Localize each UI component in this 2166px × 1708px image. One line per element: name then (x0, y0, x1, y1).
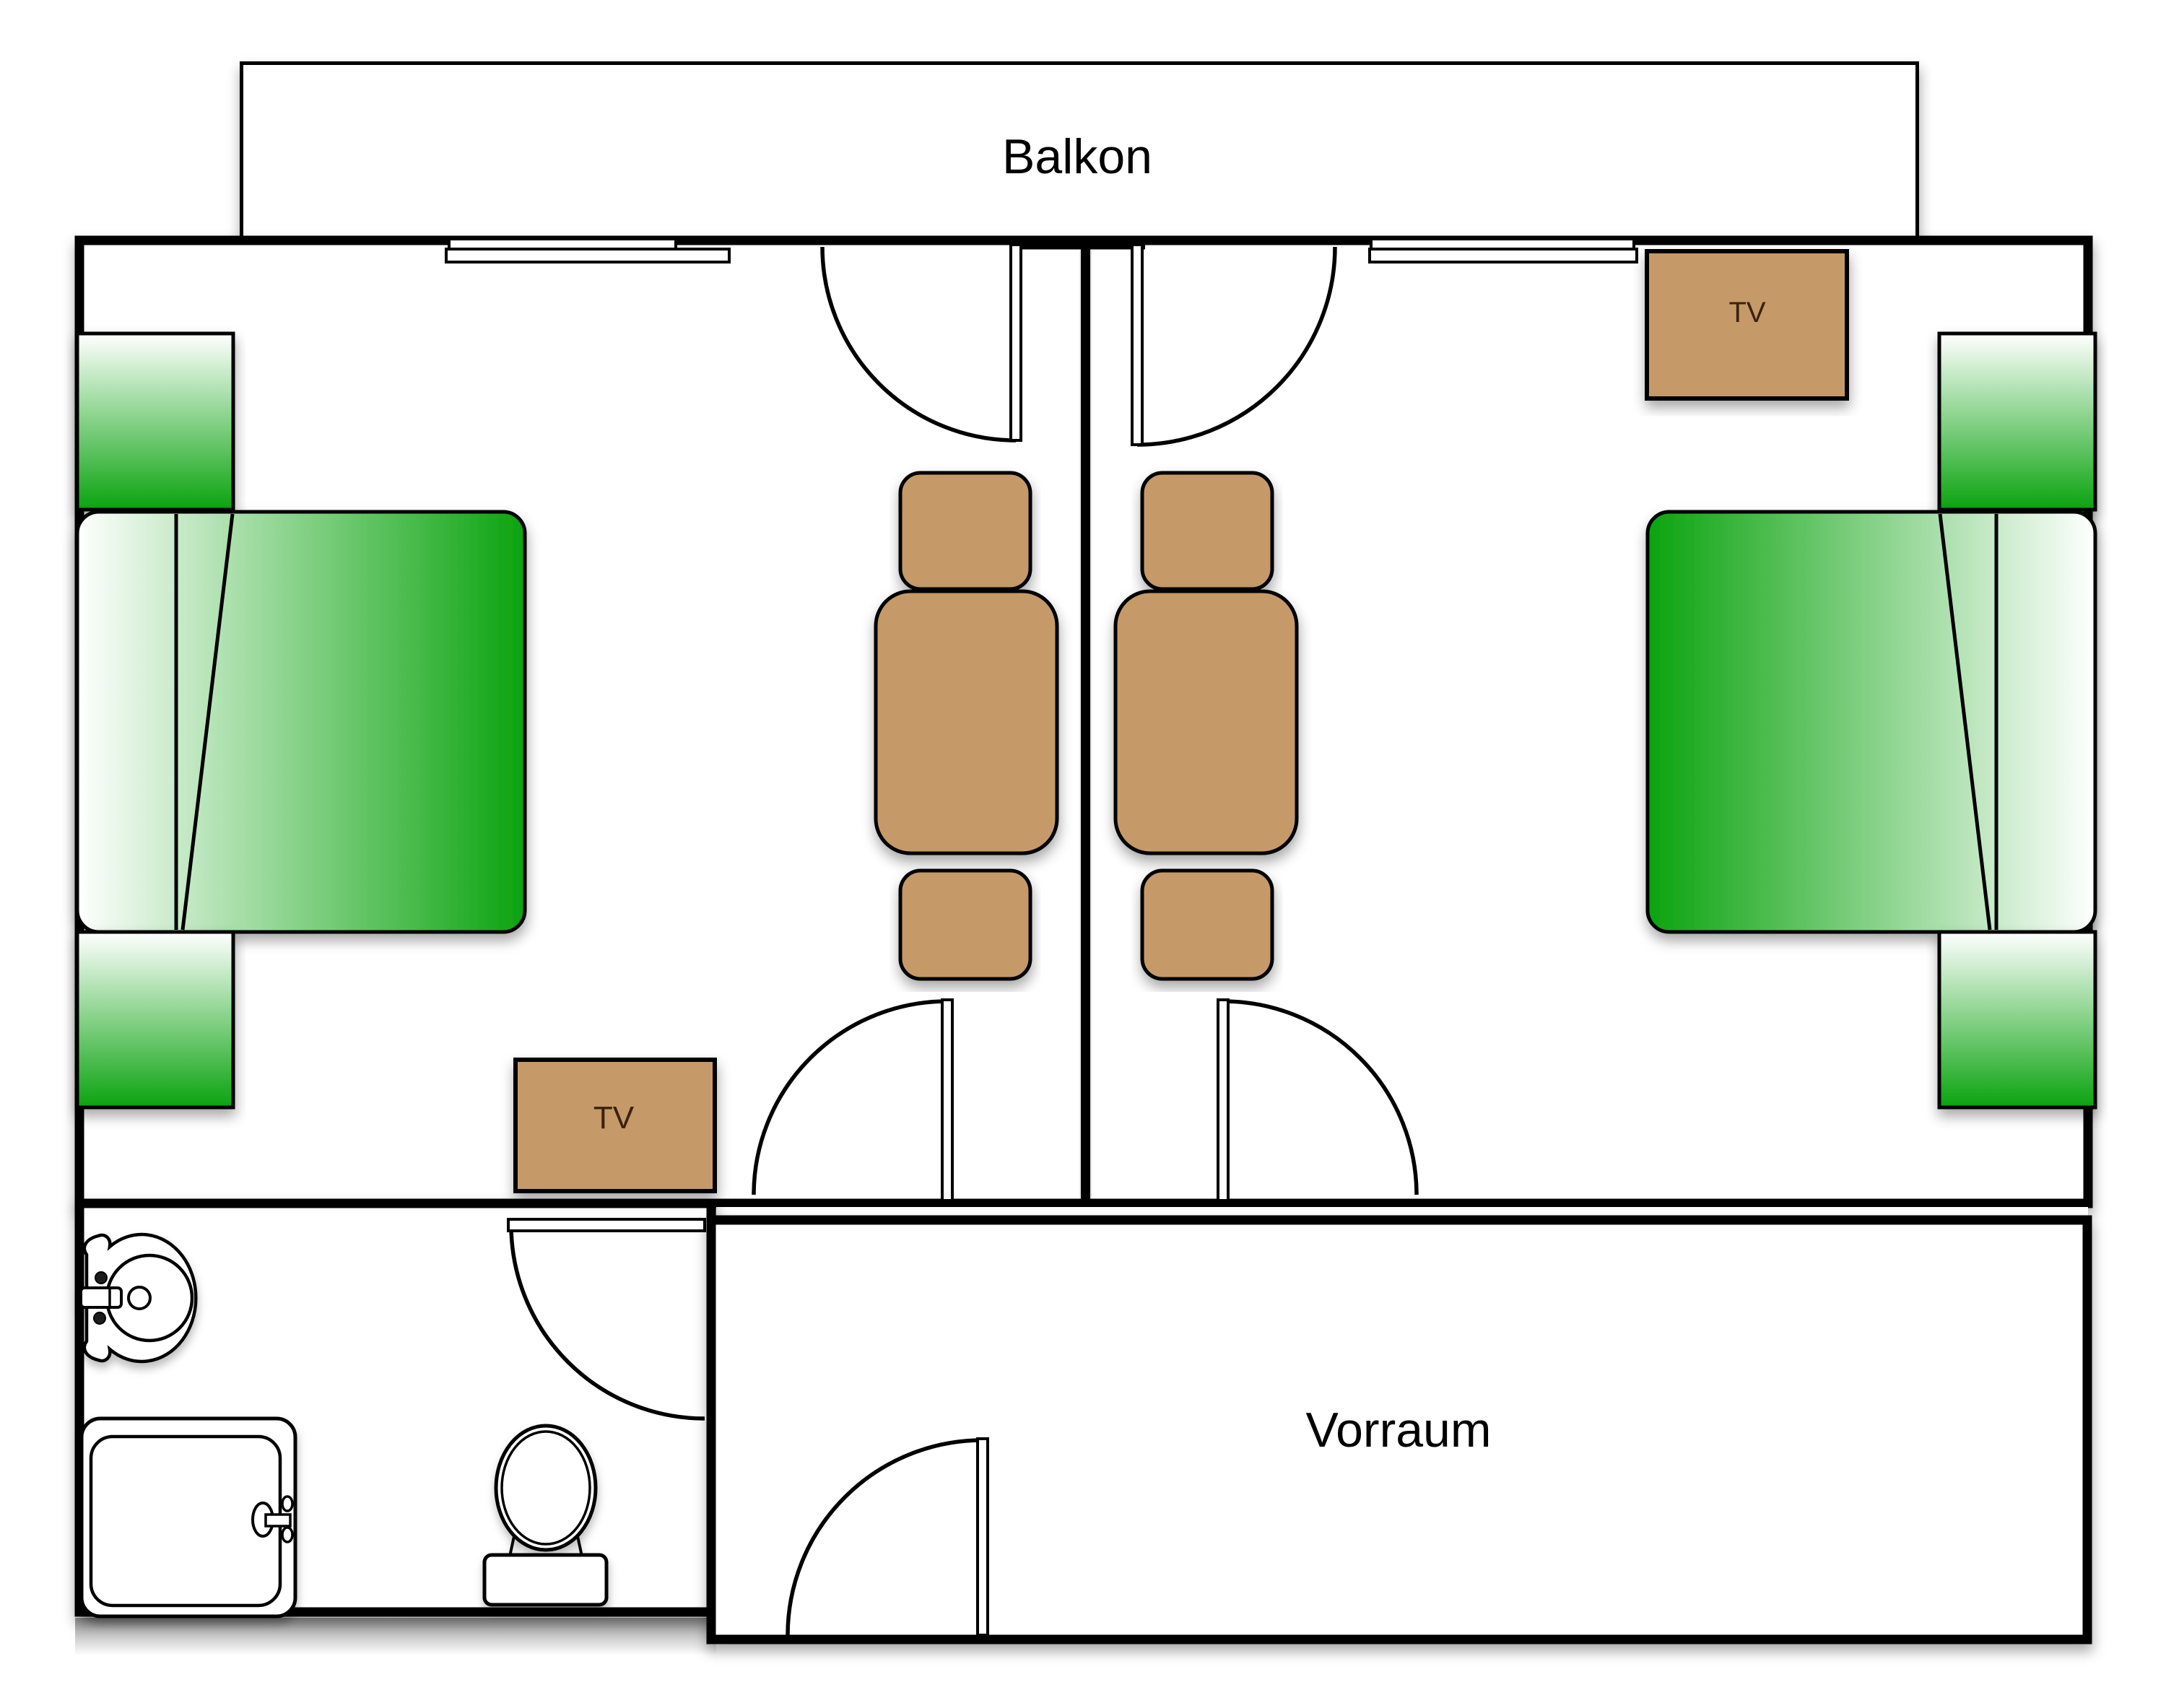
left-room-balcony-door-leaf (1009, 243, 1022, 442)
right-room-entry-door-arc (1222, 999, 1419, 1195)
sink (79, 1232, 198, 1364)
left-room-entry-door-leaf (941, 998, 954, 1202)
hallway-outline (706, 1215, 2092, 1644)
toilet-leg-right (576, 1535, 583, 1557)
left-tv-label: TV (593, 1100, 635, 1136)
right-nightstand-bottom (1937, 930, 2097, 1110)
right-room-balcony-door (1131, 243, 1337, 447)
shower (79, 1416, 297, 1618)
left-tv: TV (513, 1058, 717, 1193)
left-table (874, 589, 1059, 855)
left-bed-blanket-line (180, 513, 235, 931)
right-bed-mattress (1645, 510, 2097, 934)
bathroom-door (507, 1218, 706, 1421)
right-tv: TV (1645, 249, 1849, 401)
dividing-wall (1081, 240, 1090, 1203)
door-header-wall (1009, 235, 1145, 250)
right-tv-label: TV (1728, 297, 1765, 328)
toilet-tank (482, 1553, 609, 1607)
shower-hinge-top (281, 1495, 294, 1512)
left-chair-bottom (898, 868, 1032, 981)
toilet-bowl-inner (500, 1430, 591, 1546)
bathroom (79, 1232, 609, 1618)
right-room-entry-door (1217, 998, 1419, 1202)
hallway-label: Vorraum (1306, 1403, 1492, 1458)
left-room: TV (75, 331, 1059, 1193)
right-tv-box (1645, 249, 1849, 401)
left-bed-mattress (75, 510, 527, 934)
sink-bolt-bottom (93, 1312, 106, 1325)
hallway-entry-door-arc (786, 1438, 983, 1636)
right-chair-bottom (1140, 868, 1274, 981)
bathroom-wall-shadow (75, 1618, 716, 1655)
hallway: Vorraum (706, 1215, 2092, 1644)
right-room-entry-door-leaf (1217, 998, 1230, 1202)
left-nightstand-bottom (75, 930, 235, 1110)
left-room-balcony-door-arc (820, 246, 1017, 443)
sink-bolt-top (95, 1271, 108, 1284)
right-bed-blanket-line (1938, 513, 1992, 931)
hallway-entry-door-leaf (976, 1437, 989, 1637)
left-room-entry-door (752, 998, 954, 1202)
sink-drain (127, 1286, 152, 1310)
right-chair-top (1140, 471, 1274, 591)
right-room: TV (1113, 249, 2097, 1110)
sink-tap (79, 1286, 123, 1309)
left-room-entry-door-arc (752, 999, 948, 1195)
bathroom-door-arc (509, 1224, 705, 1421)
wall-gap-cover (716, 1207, 2088, 1216)
left-room-window (445, 238, 731, 263)
balcony-outline (240, 61, 1919, 241)
left-tv-box (513, 1058, 717, 1193)
right-room-balcony-door-leaf (1131, 243, 1144, 446)
toilet-leg-left (508, 1535, 516, 1557)
right-nightstand-top (1937, 331, 2097, 512)
doors (507, 243, 1419, 1637)
shower-handle-stem (264, 1513, 292, 1528)
balcony: Balkon (240, 61, 1919, 241)
hallway-entry-door (786, 1437, 989, 1637)
right-bed (1645, 510, 2097, 934)
balcony-label: Balkon (1002, 129, 1152, 184)
right-room-window (1368, 238, 1638, 263)
bathroom-door-leaf (507, 1218, 706, 1232)
left-chair-top (898, 471, 1032, 591)
right-room-balcony-door-arc (1136, 246, 1337, 447)
left-bed (75, 510, 527, 934)
right-table (1113, 589, 1299, 855)
left-room-balcony-door (820, 243, 1022, 443)
left-window-panel-lower (445, 248, 731, 263)
right-window-panel-lower (1368, 248, 1638, 263)
shower-hinge-bottom (281, 1526, 294, 1543)
left-nightstand-top (75, 331, 235, 512)
toilet (482, 1424, 609, 1607)
